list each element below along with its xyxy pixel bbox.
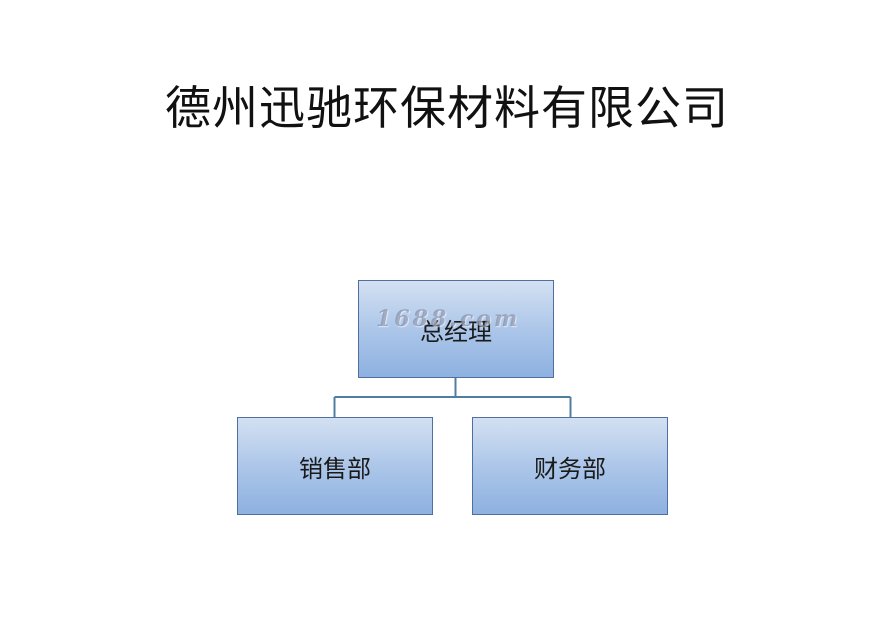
org-node-finance-dept: 财务部 bbox=[472, 417, 668, 515]
org-node-label: 总经理 bbox=[420, 317, 492, 346]
org-node-general-manager: 总经理 bbox=[358, 280, 554, 378]
company-title: 德州迅驰环保材料有限公司 bbox=[165, 81, 729, 135]
org-node-sales-dept: 销售部 bbox=[237, 417, 433, 515]
org-node-label: 财务部 bbox=[534, 454, 606, 483]
org-node-label: 销售部 bbox=[299, 454, 371, 483]
